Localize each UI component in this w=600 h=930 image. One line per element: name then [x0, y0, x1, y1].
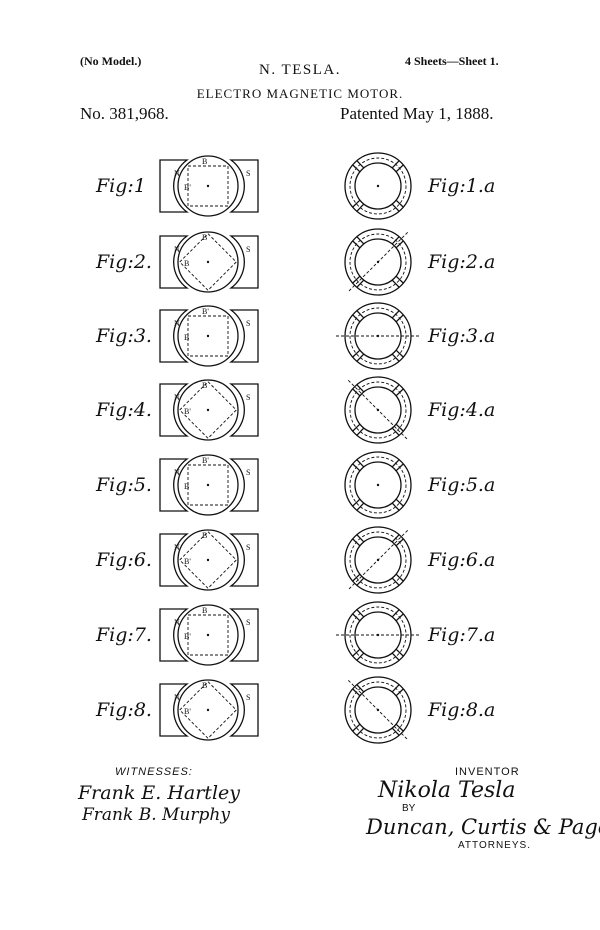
pole-letter-s: S	[246, 393, 250, 402]
right-figure: Fig:2.a	[344, 228, 495, 296]
pole-letter-s: S	[246, 245, 250, 254]
armature-letter: B	[202, 606, 207, 615]
armature-letter: B'	[184, 557, 191, 566]
witness-signature-1: Frank E. Hartley	[78, 782, 241, 804]
left-figure: Fig:4. N S B B'	[95, 379, 259, 441]
figure-label: Fig:2.a	[427, 251, 495, 273]
armature-letter: B	[202, 157, 207, 166]
figure-label: Fig:3.	[95, 325, 152, 347]
armature-letter: B'	[202, 307, 209, 316]
pole-letter-s: S	[246, 543, 250, 552]
pole-letter-s: S	[246, 693, 250, 702]
right-figure: Fig:5.a	[344, 451, 495, 519]
by-label: BY	[402, 803, 416, 814]
figure-label: Fig:7.a	[427, 624, 495, 646]
patent-title: ELECTRO MAGNETIC MOTOR.	[196, 86, 404, 101]
figure-label: Fig:5.a	[427, 474, 495, 496]
attorneys-label: ATTORNEYS.	[458, 840, 531, 851]
figure-label: Fig:3.a	[427, 325, 495, 347]
armature-letter: B'	[184, 707, 191, 716]
inventor-signature: Nikola Tesla	[378, 778, 516, 803]
right-figure-column: Fig:1.aFig:2.aFig:3.aFig:4.aFig:5.aFig:6…	[336, 152, 495, 744]
figure-label: Fig:5.	[95, 474, 152, 496]
pole-letter-n: N	[174, 393, 180, 402]
right-figure: Fig:6.a	[344, 526, 495, 594]
armature-letter: B	[202, 531, 207, 540]
armature-letter: B	[184, 259, 189, 268]
left-figure: Fig:3. N S B' B	[95, 305, 259, 367]
figure-label: Fig:6.a	[427, 549, 495, 571]
figure-label: Fig:1.a	[427, 175, 495, 197]
armature-letter: B	[184, 482, 189, 491]
left-figure: Fig:7. N S B B'	[95, 604, 259, 666]
armature-letter: B'	[184, 183, 191, 192]
figure-label: Fig:1	[95, 175, 146, 197]
pole-letter-s: S	[246, 169, 250, 178]
pole-letter-n: N	[174, 543, 180, 552]
pole-letter-n: N	[174, 693, 180, 702]
figure-label: Fig:4.a	[427, 399, 495, 421]
right-figure: Fig:7.a	[336, 601, 495, 669]
pole-letter-n: N	[174, 468, 180, 477]
patent-number: No. 381,968.	[80, 104, 169, 123]
pole-letter-s: S	[246, 319, 250, 328]
figure-label: Fig:7.	[95, 624, 152, 646]
right-figure: Fig:3.a	[336, 302, 495, 370]
no-model-note: (No Model.)	[80, 54, 142, 68]
pole-letter-n: N	[174, 319, 180, 328]
armature-letter: B	[202, 381, 207, 390]
left-figure: Fig:8. N S B B'	[95, 679, 259, 741]
pole-letter-s: S	[246, 618, 250, 627]
figure-label: Fig:2.	[95, 251, 152, 273]
armature-letter: B'	[184, 407, 191, 416]
pole-letter-n: N	[174, 169, 180, 178]
armature-letter: B	[202, 233, 207, 242]
attorney-signature: Duncan, Curtis & Page	[366, 815, 600, 839]
armature-letter: B	[202, 681, 207, 690]
figure-label: Fig:8.	[95, 699, 152, 721]
witness-signature-2: Frank B. Murphy	[82, 805, 230, 825]
figure-label: Fig:4.	[95, 399, 152, 421]
right-figure: Fig:1.a	[344, 152, 495, 220]
sheet-count: 4 Sheets—Sheet 1.	[405, 54, 499, 68]
right-figure: Fig:8.a	[344, 676, 495, 744]
pole-letter-n: N	[174, 245, 180, 254]
armature-letter: B'	[184, 632, 191, 641]
patent-date: Patented May 1, 1888.	[340, 104, 494, 123]
right-figure: Fig:4.a	[344, 376, 495, 444]
inventor-name-heading: N. TESLA.	[259, 62, 341, 78]
figure-label: Fig:6.	[95, 549, 152, 571]
left-figure: Fig:1 N S B B'	[95, 155, 259, 217]
inventor-label: INVENTOR	[455, 766, 520, 778]
armature-letter: B'	[202, 456, 209, 465]
left-figure: Fig:6. N S B B'	[95, 529, 259, 591]
left-figure: Fig:2. N S B B	[95, 231, 259, 293]
left-figure: Fig:5. N S B' B	[95, 454, 259, 516]
pole-letter-n: N	[174, 618, 180, 627]
armature-letter: B	[184, 333, 189, 342]
figure-label: Fig:8.a	[427, 699, 495, 721]
pole-letter-s: S	[246, 468, 250, 477]
witnesses-label: WITNESSES:	[115, 766, 193, 778]
